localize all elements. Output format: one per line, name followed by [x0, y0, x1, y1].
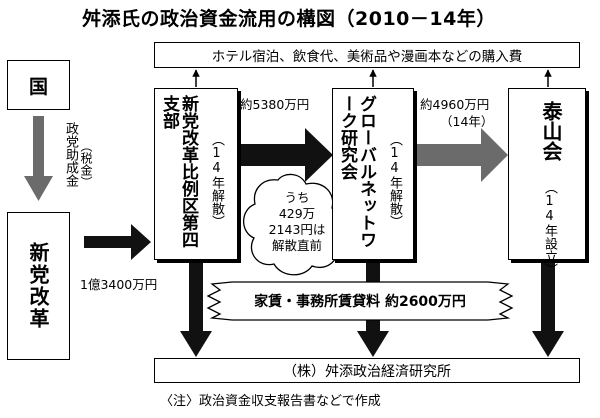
subsidy-note: （税金）: [79, 140, 93, 188]
taizankai-label: 泰山会: [539, 101, 563, 161]
rent-callout: 家賃・事務所賃貸料 約2600万円: [222, 291, 498, 311]
taizankai-note: （14年設立）: [542, 181, 557, 276]
country-box: 国: [7, 60, 70, 110]
flow-global-to-taizan-note: （14年）: [440, 114, 494, 129]
fourth-branch-label: 新党改革比例区第四支部: [159, 95, 198, 248]
expenses-label: ホテル宿泊、飲食代、美術品や漫画本などの購入費: [211, 49, 523, 65]
new-party-box: 新党改革: [7, 212, 70, 360]
flow-global-to-taizan-amount: 約4960万円: [420, 97, 490, 112]
flow-branch-to-global-amount: 約5380万円: [240, 97, 310, 112]
arrow-party-to-branch: [84, 224, 151, 260]
cloud-line-4: 解散直前: [271, 238, 322, 253]
arrow-branch-to-company: [180, 262, 212, 357]
subsidy-label: 政党助成金: [63, 122, 78, 187]
global-net-box: グローバルネットワーク研究会 （14年解散）: [332, 88, 414, 260]
flow-party-to-branch-amount: 1億3400万円: [80, 277, 158, 292]
diagram-title: 舛添氏の政治資金流用の構図（2010－14年）: [82, 8, 496, 30]
arrow-taizan-to-company: [532, 262, 564, 357]
rent-callout-shape: [206, 281, 514, 321]
cloud-line-2: 429万: [278, 206, 316, 221]
new-party-label: 新党改革: [26, 242, 50, 330]
note-cloud: [242, 173, 345, 276]
arrow-branch-to-global: [238, 128, 333, 182]
cloud-text: うち 429万 2143円は 解散直前: [252, 190, 342, 254]
taizankai-box: 泰山会 （14年設立）: [508, 88, 586, 276]
country-label: 国: [28, 75, 48, 98]
arrow-country-to-party: [24, 116, 53, 201]
company-label: （株）舛添政治経済研究所: [283, 363, 451, 380]
arrow-global-to-taizan: [414, 128, 508, 182]
rent-label: 家賃・事務所賃貸料 約2600万円: [254, 294, 466, 310]
footnote: 〈注〉政治資金収支報告書などで作成: [160, 394, 381, 409]
expenses-box: ホテル宿泊、飲食代、美術品や漫画本などの購入費: [154, 42, 580, 68]
fourth-branch-box: 新党改革比例区第四支部 （14年解散）: [154, 88, 238, 260]
global-net-note: （14年解散）: [387, 133, 402, 228]
fourth-branch-note: （14年解散）: [209, 133, 224, 228]
company-box: （株）舛添政治経済研究所: [154, 358, 580, 383]
cloud-line-3: 2143円は: [268, 222, 326, 237]
cloud-line-1: うち: [284, 190, 310, 205]
global-net-label: グローバルネットワーク研究会: [337, 95, 376, 248]
